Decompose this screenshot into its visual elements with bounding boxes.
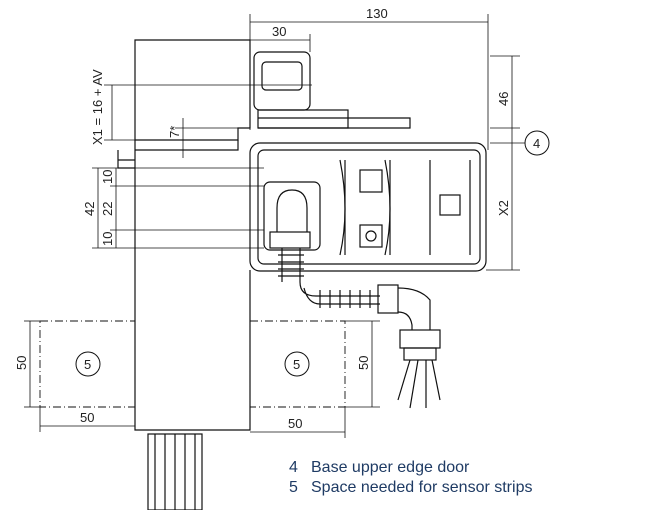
legend-item: 4 Base upper edge door: [289, 458, 532, 478]
dim-10-bottom: 10: [100, 232, 115, 246]
sensor-head-inner: [261, 61, 303, 91]
dim-50-left-vertical: 50: [14, 356, 29, 370]
callout-5-right: 5: [293, 357, 300, 372]
dim-50-left-horizontal: 50: [80, 410, 94, 425]
connector-loop: [276, 189, 308, 232]
legend-item: 5 Space needed for sensor strips: [289, 478, 532, 498]
dim-46: 46: [496, 92, 511, 106]
dim-50-right-vertical: 50: [356, 356, 371, 370]
dim-22: 22: [100, 202, 115, 216]
dim-130: 130: [366, 6, 388, 21]
dim-x2: X2: [496, 200, 511, 216]
dim-42: 42: [82, 202, 97, 216]
bracket-top: [258, 117, 411, 129]
dim-x1: X1 = 16 + AV: [90, 69, 105, 145]
window-1: [359, 169, 383, 193]
dim-10-top: 10: [100, 170, 115, 184]
legend-text: Base upper edge door: [311, 459, 470, 476]
sensor-strip-space-right: [249, 320, 346, 408]
elbow-label: [377, 284, 399, 314]
elbow: [397, 287, 431, 330]
sensor-strip-space-left: [39, 320, 136, 408]
callout-4: 4: [533, 136, 540, 151]
sensor-head-base: [257, 109, 349, 129]
cable-strands: [397, 359, 441, 409]
door-step: [135, 140, 239, 151]
door-lower-profile: [134, 140, 251, 431]
callout-5-left: 5: [84, 357, 91, 372]
sensor-housing: [249, 142, 487, 272]
connector-clip: [269, 231, 311, 249]
cable-gland: [278, 248, 304, 282]
dim-30: 30: [272, 24, 286, 39]
legend-text: Space needed for sensor strips: [311, 479, 533, 496]
window-2: [439, 194, 461, 216]
door-profile: [134, 39, 251, 141]
window-3: [359, 224, 383, 248]
door-inner-step: [117, 150, 135, 169]
legend: 4 Base upper edge door 5 Space needed fo…: [289, 458, 532, 498]
legend-number: 5: [289, 479, 298, 496]
sensor-housing-inner: [257, 149, 481, 265]
connector-body: [263, 181, 321, 251]
dim-7: 7*: [167, 126, 182, 138]
legend-number: 4: [289, 459, 298, 476]
dim-50-right-horizontal: 50: [288, 416, 302, 431]
plug: [399, 329, 441, 349]
